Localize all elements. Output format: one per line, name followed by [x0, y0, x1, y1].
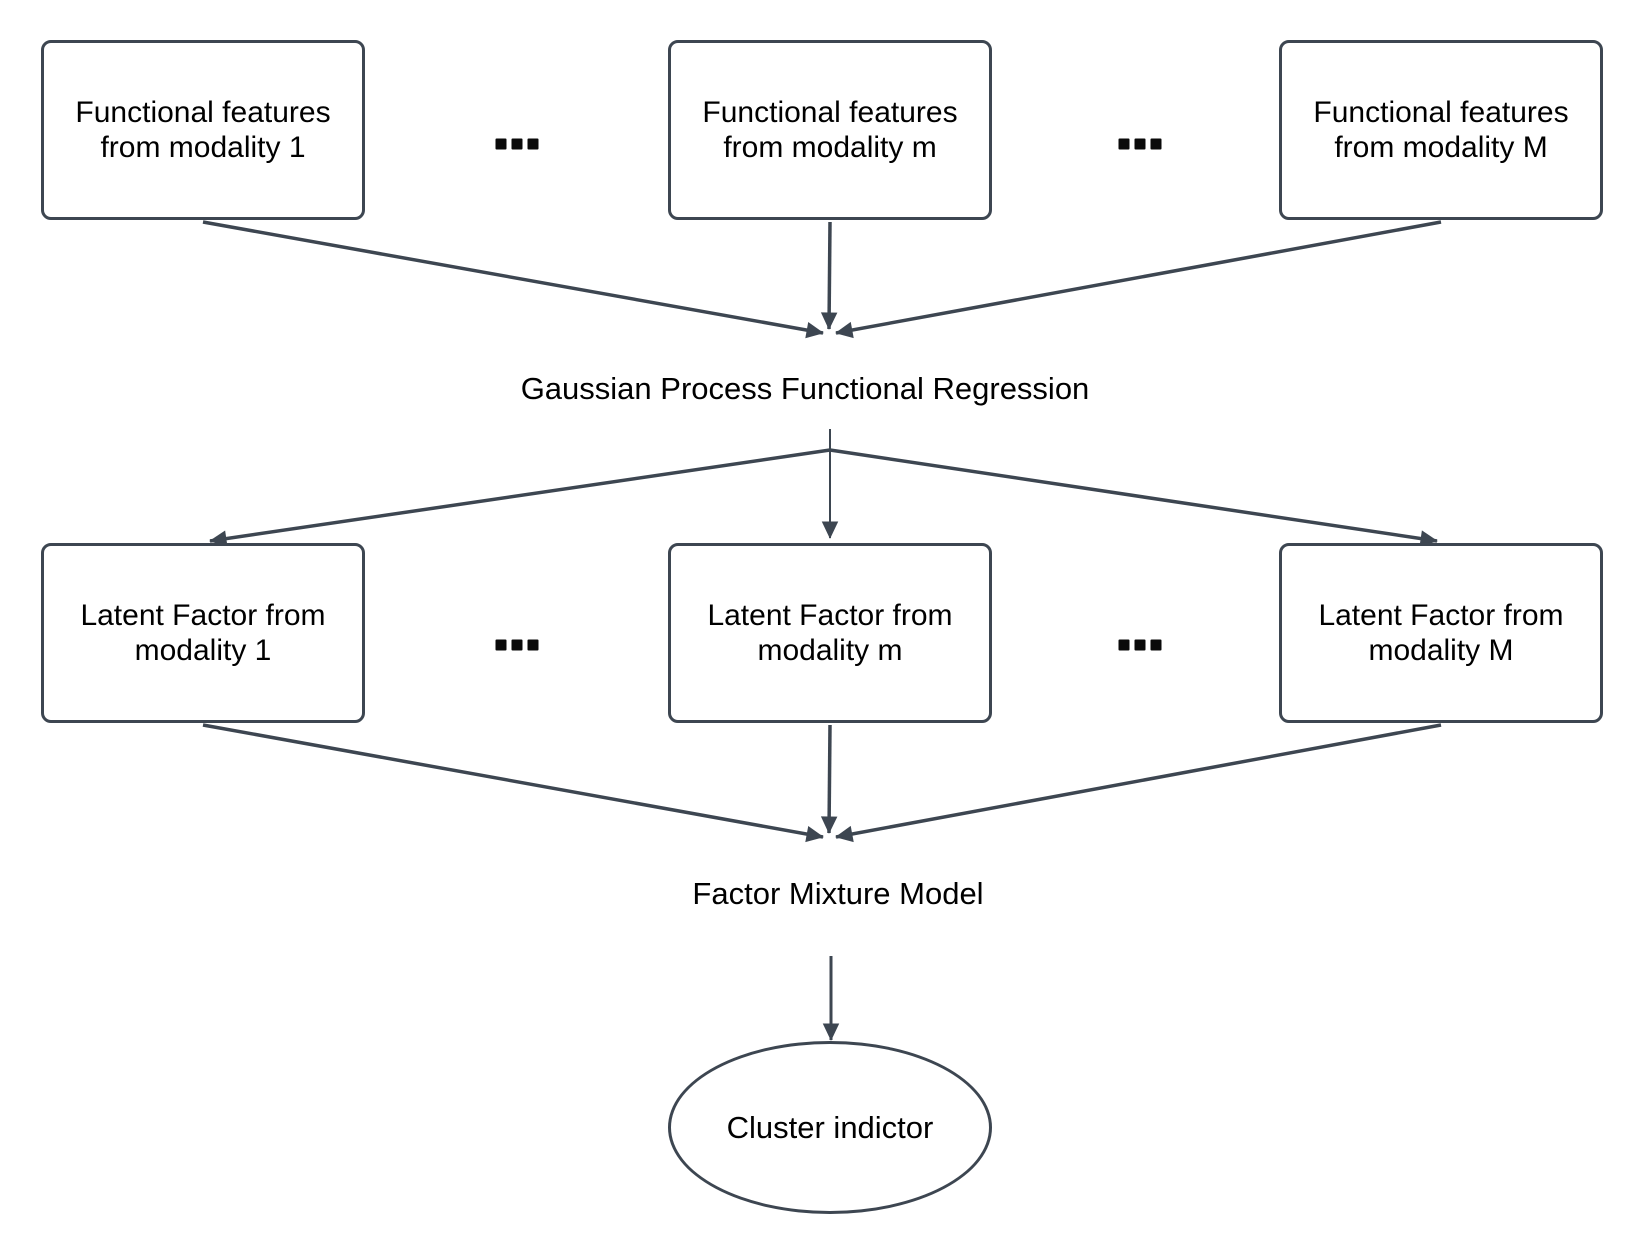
box-label: Latent Factor from modality 1	[80, 599, 326, 667]
box-latent-modality-1: Latent Factor from modality 1	[41, 543, 365, 723]
ellipsis-icon	[495, 138, 539, 150]
box-functional-modality-1: Functional features from modality 1	[41, 40, 365, 220]
box-latent-modality-M: Latent Factor from modality M	[1279, 543, 1603, 723]
arrow-gpfr-to-latent-1	[209, 448, 831, 547]
ellipsis-icon	[1118, 138, 1162, 150]
box-label: Functional features from modality m	[702, 96, 958, 164]
ellipsis-icon	[495, 639, 539, 651]
gpfr-label: Gaussian Process Functional Regression	[520, 371, 1090, 406]
box-label: Functional features from modality 1	[75, 96, 331, 164]
arrow-gpfr-to-latent-M	[829, 448, 1438, 547]
box-functional-modality-m: Functional features from modality m	[668, 40, 992, 220]
box-latent-modality-m: Latent Factor from modality m	[668, 543, 992, 723]
box-label: Latent Factor from modality m	[707, 599, 953, 667]
arrow-latent-1-to-fmm	[202, 723, 824, 843]
fmm-label: Factor Mixture Model	[692, 876, 984, 911]
arrow-latent-m-to-fmm	[820, 724, 838, 834]
cluster-label: Cluster indictor	[726, 1109, 934, 1145]
cluster-ellipse: Cluster indictor	[668, 1041, 992, 1214]
ellipsis-icon	[1118, 639, 1162, 651]
box-label: Functional features from modality M	[1313, 96, 1569, 164]
arrow-latent-M-to-fmm	[835, 723, 1442, 843]
arrow-functional-m-to-gpfr	[820, 221, 838, 330]
box-functional-modality-M: Functional features from modality M	[1279, 40, 1603, 220]
arrow-functional-M-to-gpfr	[835, 220, 1442, 339]
arrow-functional-1-to-gpfr	[202, 220, 824, 339]
box-label: Latent Factor from modality M	[1318, 599, 1564, 667]
